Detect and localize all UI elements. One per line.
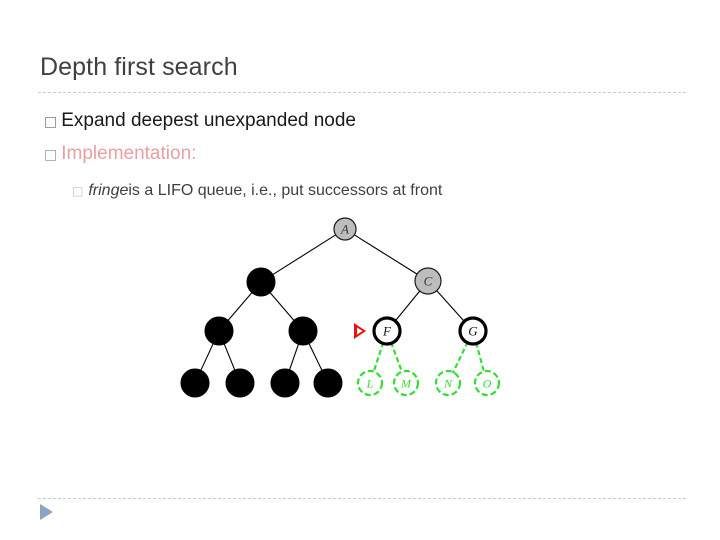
current-node-pointer-inner [357,327,363,335]
tree-edge [353,233,419,276]
bullet-item-implementation: □ Implementation: [44,143,196,165]
tree-edge [271,233,337,276]
title-divider [38,92,686,93]
square-outline-bullet-icon: □ [44,147,58,163]
bullet-item-expand: □ Expand deepest unexpanded node [44,110,356,132]
tree-node-d [204,316,234,346]
bullet-item-implementation-label: Implementation: [61,143,197,164]
bullet-item-fringe-label: is a LIFO queue, i.e., put successors at… [128,182,443,199]
tree-edge [372,342,385,373]
current-node-pointer [354,323,366,339]
tree-edge-group [199,233,486,374]
tree-node-g: G [458,316,488,346]
tree-edge [390,341,404,374]
tree-node-l: L [356,369,384,397]
tree-edge [475,342,486,373]
tree-node-label: C [424,274,433,289]
tree-node-i [225,368,255,398]
tree-node-f: F [372,316,402,346]
tree-edge [435,289,466,323]
tree-node-label: G [468,324,478,339]
tree-node-c: C [414,267,442,295]
footer-divider [38,498,686,499]
tree-node-e [288,316,318,346]
search-tree-diagram: A C F G L M N O [160,208,530,413]
tree-edge [227,291,253,322]
bullet-item-expand-label: Expand deepest unexpanded node [61,110,356,131]
tree-node-j [270,368,300,398]
tree-edge [269,291,295,322]
search-tree-svg: A C F G L M N O [180,217,501,398]
tree-node-a: A [333,217,357,241]
bullet-item-fringe: □ fringe is a LIFO queue, i.e., put succ… [72,182,442,200]
square-outline-bullet-icon: □ [44,114,58,130]
tree-node-label: N [443,377,453,391]
tree-node-label: A [340,222,349,237]
tree-edge [199,342,215,372]
tree-node-h [180,368,210,398]
tree-node-k [313,368,343,398]
tree-node-o: O [473,369,501,397]
tree-node-label: O [483,377,492,391]
tree-edge [288,343,300,371]
bullet-item-fringe-term: fringe [88,182,129,199]
tree-node-label: M [400,377,412,391]
tree-node-n: N [434,369,462,397]
tree-node-m: M [392,369,420,397]
tree-edge [308,342,323,372]
tree-edge [394,289,421,323]
tree-edge [451,341,469,374]
page-title: Depth first search [40,53,238,81]
play-triangle-icon [40,504,53,520]
tree-node-group: A C F G L M N O [180,217,501,398]
tree-node-label: L [366,377,374,391]
tree-edge [223,342,236,372]
tree-node-b [246,267,276,297]
tree-node-label: F [382,324,392,339]
square-outline-bullet-icon: □ [72,184,84,198]
